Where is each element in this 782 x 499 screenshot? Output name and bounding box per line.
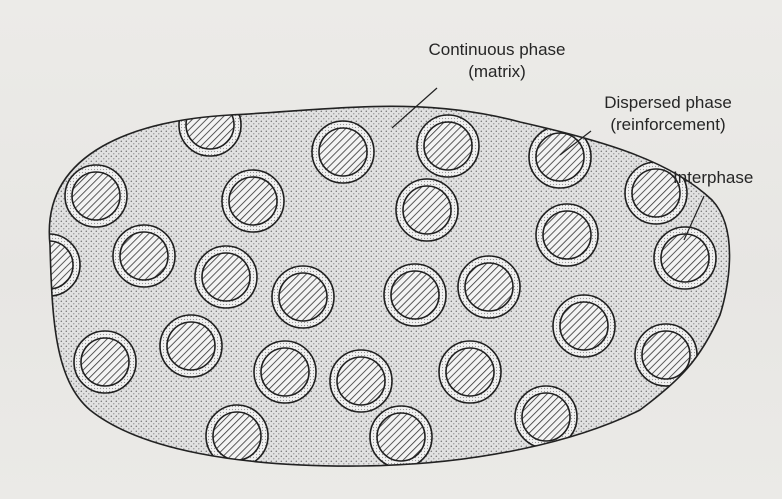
- reinforcement-particle: [160, 315, 222, 377]
- reinforcement-particle: [384, 264, 446, 326]
- reinforcement-particle: [74, 331, 136, 393]
- reinforcement-core: [661, 234, 709, 282]
- reinforcement-core: [543, 211, 591, 259]
- matrix-label: Continuous phase (matrix): [415, 39, 579, 83]
- reinforcement-label-line2: (reinforcement): [598, 114, 738, 136]
- reinforcement-label-line1: Dispersed phase: [598, 92, 738, 114]
- reinforcement-particle: [272, 266, 334, 328]
- reinforcement-core: [81, 338, 129, 386]
- matrix-label-line1: Continuous phase: [415, 39, 579, 61]
- reinforcement-particle: [65, 165, 127, 227]
- reinforcement-particle: [206, 405, 268, 467]
- reinforcement-particle: [330, 350, 392, 412]
- reinforcement-core: [261, 348, 309, 396]
- reinforcement-core: [319, 128, 367, 176]
- reinforcement-particle: [553, 295, 615, 357]
- interphase-label-line1: Interphase: [673, 167, 779, 189]
- matrix-label-line2: (matrix): [415, 61, 579, 83]
- reinforcement-core: [72, 172, 120, 220]
- reinforcement-core: [465, 263, 513, 311]
- reinforcement-core: [120, 232, 168, 280]
- reinforcement-particle: [370, 406, 432, 468]
- reinforcement-particle: [179, 94, 241, 156]
- reinforcement-particle: [439, 341, 501, 403]
- reinforcement-core: [391, 271, 439, 319]
- reinforcement-core: [377, 413, 425, 461]
- reinforcement-particle: [312, 121, 374, 183]
- reinforcement-particle: [458, 256, 520, 318]
- reinforcement-particle: [515, 386, 577, 448]
- reinforcement-core: [536, 133, 584, 181]
- reinforcement-core: [186, 101, 234, 149]
- reinforcement-core: [279, 273, 327, 321]
- reinforcement-core: [642, 331, 690, 379]
- reinforcement-core: [202, 253, 250, 301]
- reinforcement-core: [25, 241, 73, 289]
- reinforcement-core: [424, 122, 472, 170]
- reinforcement-label: Dispersed phase (reinforcement): [598, 92, 738, 136]
- reinforcement-particle: [417, 115, 479, 177]
- reinforcement-particle: [195, 246, 257, 308]
- reinforcement-particle: [635, 324, 697, 386]
- reinforcement-particle: [396, 179, 458, 241]
- reinforcement-particle: [529, 126, 591, 188]
- reinforcement-core: [337, 357, 385, 405]
- interphase-label: Interphase: [673, 167, 779, 189]
- reinforcement-core: [167, 322, 215, 370]
- reinforcement-core: [213, 412, 261, 460]
- reinforcement-particle: [113, 225, 175, 287]
- reinforcement-particle: [654, 227, 716, 289]
- reinforcement-core: [403, 186, 451, 234]
- reinforcement-core: [229, 177, 277, 225]
- reinforcement-core: [522, 393, 570, 441]
- reinforcement-particle: [254, 341, 316, 403]
- reinforcement-core: [446, 348, 494, 396]
- reinforcement-particle: [222, 170, 284, 232]
- reinforcement-particle: [536, 204, 598, 266]
- reinforcement-particle: [18, 234, 80, 296]
- reinforcement-core: [560, 302, 608, 350]
